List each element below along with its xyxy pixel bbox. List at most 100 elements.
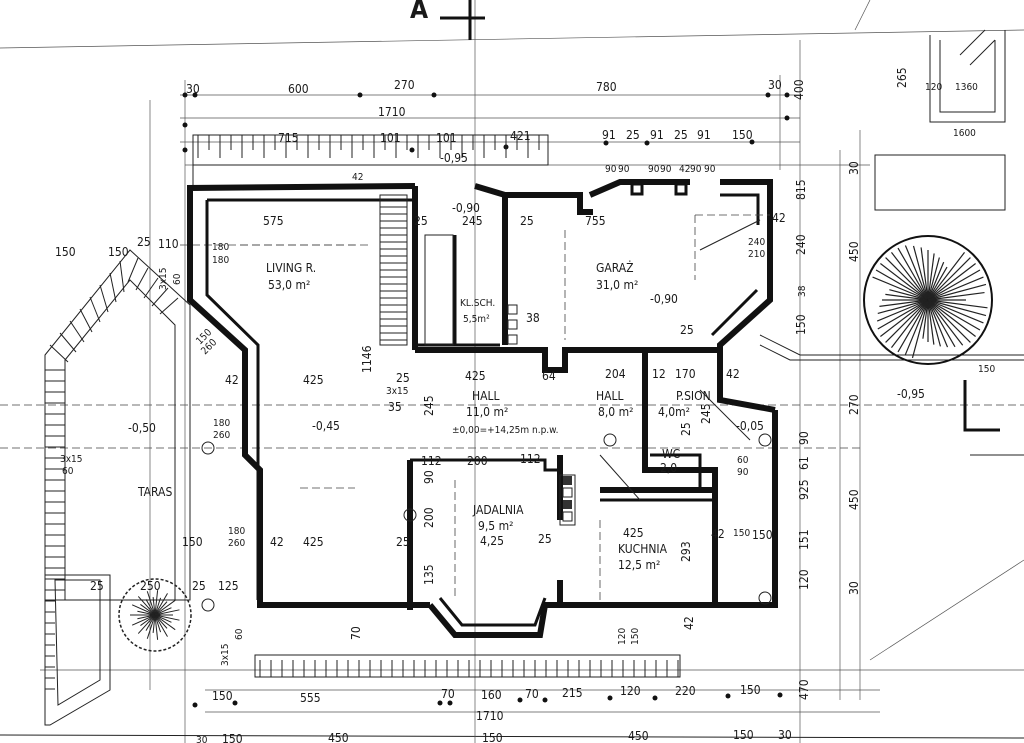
dimension-label: ±0,00=+14,25m n.p.w. xyxy=(452,425,558,436)
dimension-label: 150 xyxy=(732,128,753,142)
tree-symbol xyxy=(863,235,993,365)
hatch-line xyxy=(927,299,987,317)
dimension-label: -0,05 xyxy=(736,419,764,433)
hatch-line xyxy=(927,266,948,301)
dimension-label: 125 xyxy=(218,579,239,593)
dimension-label: 200 xyxy=(467,454,488,468)
dimension-label: 755 xyxy=(585,214,606,228)
dimension-label: HALL xyxy=(596,389,624,403)
hatch-line xyxy=(159,297,179,315)
hatch-line xyxy=(154,614,168,629)
dimension-label: WC xyxy=(662,447,680,461)
dimension-label: KL.SCH. xyxy=(460,298,495,309)
dimension-label: 150 xyxy=(978,364,995,375)
dimension-label: -0,90 xyxy=(452,201,480,215)
hatch-line xyxy=(927,299,988,309)
hatch-line xyxy=(154,590,159,616)
hatch-line xyxy=(137,596,156,616)
hatch-line xyxy=(927,262,976,301)
dimension-label: 150 xyxy=(212,689,233,703)
hatch-line xyxy=(154,614,180,621)
dimension-label: 815 xyxy=(794,179,808,200)
dimensions-right: 400 265 120 1360 1600 30 815 240 450 150… xyxy=(792,67,995,700)
dimension-label: 150 xyxy=(733,728,754,742)
dimension-label: 42 xyxy=(726,367,740,381)
dimension-label: 5,5m² xyxy=(463,314,490,325)
dimension-label: 42 xyxy=(682,616,696,630)
hatch-line xyxy=(875,269,929,301)
dimension-label: 265 xyxy=(895,67,909,88)
hatch-line xyxy=(880,299,929,338)
hatch-line xyxy=(89,296,101,323)
dimension-label: 715 xyxy=(278,131,299,145)
dimension-label: 120 xyxy=(925,82,942,93)
dimension-label: 245 xyxy=(699,403,713,424)
hatch-line xyxy=(127,257,139,283)
dimension-label: 110 xyxy=(158,237,179,251)
dimension-label: 400 xyxy=(792,79,806,100)
dimension-label: 90 xyxy=(704,164,716,175)
hatch-line xyxy=(927,299,976,338)
dimension-label: 70 xyxy=(441,687,455,701)
dimension-label: 60 xyxy=(234,628,245,640)
dimension-label: 60 xyxy=(62,466,74,477)
dimension-label: 135 xyxy=(422,564,436,585)
dimension-label: 90 xyxy=(618,164,630,175)
dimension-label: 925 xyxy=(797,479,811,500)
hatch-line xyxy=(927,299,956,348)
hatch-line xyxy=(904,299,929,356)
dimension-label: 180 xyxy=(228,526,245,537)
dimension-dots xyxy=(182,92,790,708)
dimension-label: 91 xyxy=(697,128,711,142)
dimension-label: 1710 xyxy=(476,709,504,723)
hatch-line xyxy=(880,262,929,301)
dimension-label: 25 xyxy=(396,535,410,549)
hatch-line xyxy=(927,299,935,345)
dimension-label: 450 xyxy=(847,241,861,262)
hatch-line xyxy=(927,269,981,301)
hatch-line xyxy=(885,293,929,301)
dimension-label: 555 xyxy=(300,691,321,705)
hatch-line xyxy=(922,299,929,339)
dimensions-inner-top: 575 25 25 755 42 245 xyxy=(263,211,786,228)
dimension-label: JADALNIA xyxy=(472,503,524,517)
dimension-label: 25 xyxy=(674,128,688,142)
hatch-line xyxy=(154,614,168,637)
dimension-label: P.SION xyxy=(676,389,711,403)
hatch-line xyxy=(927,299,964,346)
hatch-line xyxy=(154,614,176,631)
dimension-label: 1600 xyxy=(953,128,976,139)
dimension-label: 25 xyxy=(90,579,104,593)
section-mark: A xyxy=(410,0,428,25)
hatch-line xyxy=(137,610,156,616)
dimension-label: 30 xyxy=(768,78,782,92)
dimension-label: 180 xyxy=(212,255,229,266)
hatch-line xyxy=(154,599,176,616)
hatch-line xyxy=(920,247,929,301)
dimension-label: 270 xyxy=(394,78,415,92)
dimension-label: 90 xyxy=(690,164,702,175)
dimension-label: 12,5 m² xyxy=(618,558,660,572)
room-wc: WC2,0 xyxy=(660,447,680,475)
dimension-label: 12 xyxy=(652,367,666,381)
dimension-label: 150 xyxy=(482,731,503,743)
dimension-label: -0,50 xyxy=(128,421,156,435)
level-marks: -0,95 -0,90 -0,90 -0,50 -0,45 -0,05 -0,9… xyxy=(128,151,925,436)
dimension-label: 120 xyxy=(797,569,811,590)
dimension-label: 30 xyxy=(847,581,861,595)
dimension-label: 90 xyxy=(737,467,749,478)
dimensions-left: 150 150 25 110 180 180 3x15 60 150 260 4… xyxy=(55,235,374,666)
dimension-label: 42 xyxy=(711,527,725,541)
dimension-label: 9,5 m² xyxy=(478,519,513,533)
hatch-line xyxy=(927,261,945,301)
dimension-label: 245 xyxy=(462,214,483,228)
dimension-label: 25 xyxy=(137,235,151,249)
hatch-line xyxy=(927,257,940,301)
dimension-label: 470 xyxy=(797,679,811,700)
dimension-label: 575 xyxy=(263,214,284,228)
terrace-left xyxy=(44,249,191,726)
hatch-line xyxy=(99,284,109,313)
dimension-label: 90 xyxy=(605,164,617,175)
dimension-label: 293 xyxy=(679,541,693,562)
dimension-label: 1360 xyxy=(955,82,978,93)
